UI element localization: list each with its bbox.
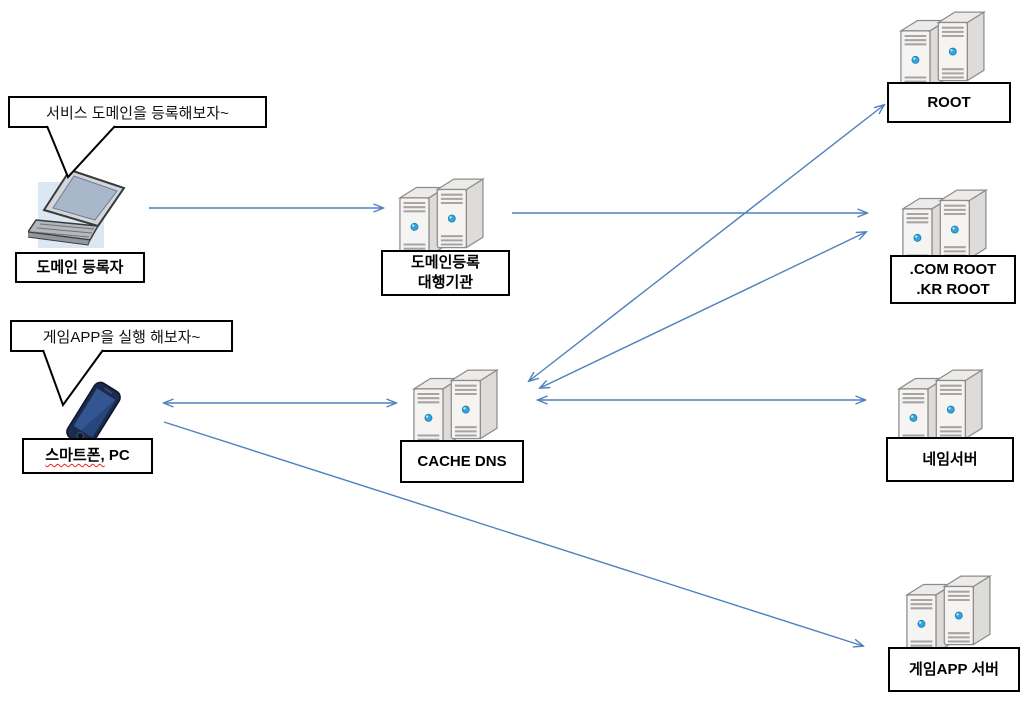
registrar-server-pair-icon	[396, 175, 491, 258]
node-cache-dns-label: CACHE DNS	[400, 440, 524, 483]
cache-dns-label-text: CACHE DNS	[417, 452, 507, 470]
node-registrar-label: 도메인등록 대행기관	[381, 250, 510, 296]
callout-tail-run-app	[42, 349, 104, 408]
client-label-text: 스마트폰, PC	[24, 446, 151, 466]
root-server-pair-icon	[897, 8, 992, 91]
tld-root-label-line1: .COM ROOT	[909, 260, 997, 278]
node-registrant-label: 도메인 등록자	[15, 252, 145, 283]
node-tld-root-label: .COM ROOT .KR ROOT	[890, 255, 1016, 304]
speech-bubble-run-app: 게임APP을 실행 해보자~	[10, 320, 233, 352]
client-label-rest: PC	[104, 447, 130, 465]
cache-dns-server-pair-icon	[410, 366, 505, 449]
game-server-label-text: 게임APP 서버	[909, 660, 999, 678]
tld-root-label-line2: .KR ROOT	[916, 280, 990, 298]
callout-tail-register	[46, 125, 116, 179]
node-root-label: ROOT	[887, 82, 1011, 123]
node-game-server-label: 게임APP 서버	[888, 647, 1020, 692]
name-server-label-text: 네임서버	[922, 450, 978, 468]
laptop-icon	[28, 168, 126, 248]
registrar-label-line2: 대행기관	[417, 274, 474, 291]
arrow-cache-dns-tld-root	[540, 232, 866, 388]
node-name-server-label: 네임서버	[886, 437, 1014, 482]
arrow-cache-dns-root	[529, 105, 884, 381]
game-server-pair-icon	[903, 572, 998, 655]
client-label-underlined: 스마트폰,	[45, 447, 105, 465]
speech-bubble-register-text: 서비스 도메인을 등록해보자~	[46, 104, 229, 122]
registrar-label-line1: 도메인등록	[410, 254, 480, 272]
speech-bubble-run-app-text: 게임APP을 실행 해보자~	[42, 328, 201, 346]
speech-bubble-register: 서비스 도메인을 등록해보자~	[8, 96, 267, 128]
root-label-text: ROOT	[927, 93, 971, 111]
node-client-label: 스마트폰, PC	[22, 438, 153, 474]
registrant-label-text: 도메인 등록자	[36, 258, 124, 276]
